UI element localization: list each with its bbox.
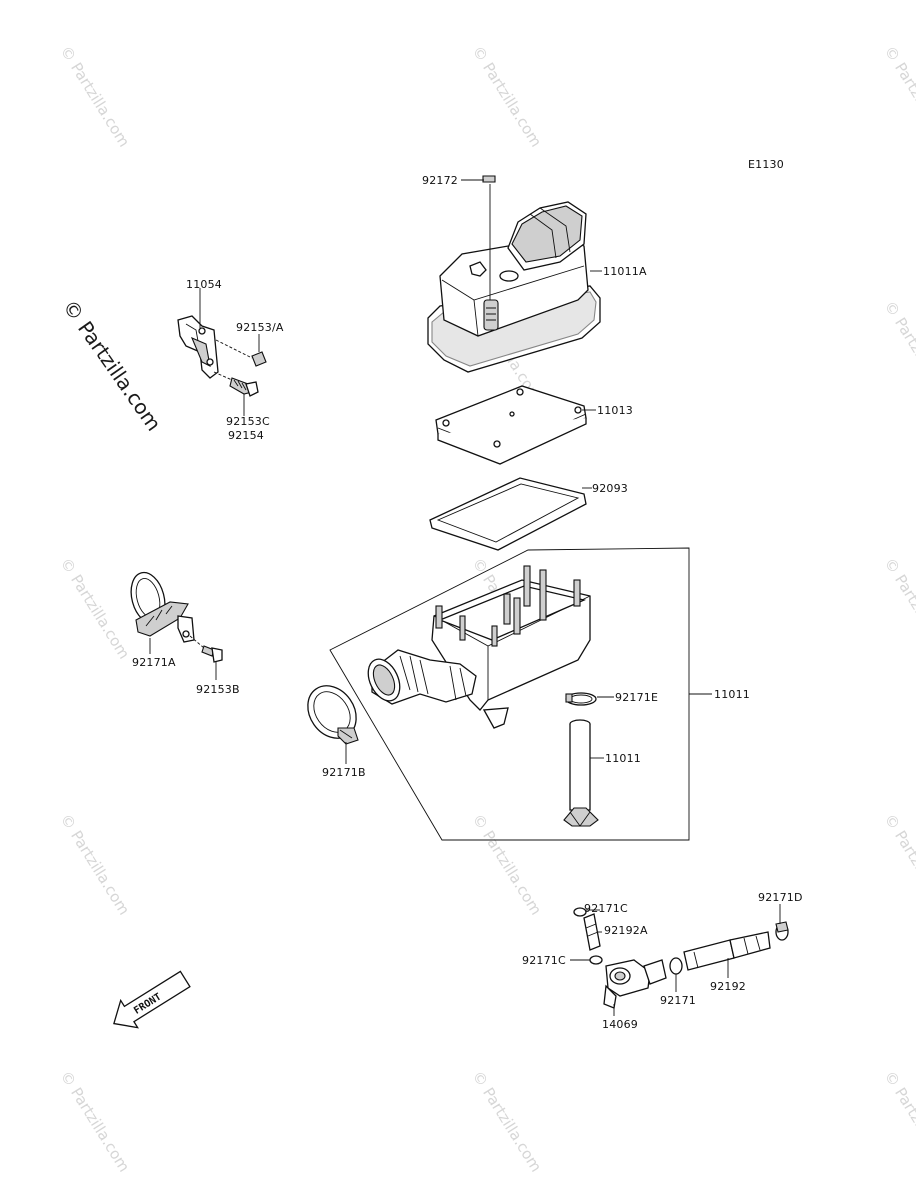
label-92171d[interactable]: 92171D <box>758 891 803 904</box>
label-92192b[interactable]: 11011 <box>605 752 641 765</box>
housing-part-drawing <box>367 565 591 729</box>
bolt-92153b-drawing <box>189 635 223 663</box>
label-92154[interactable]: 92154 <box>228 429 264 442</box>
label-11011[interactable]: 11011 <box>714 688 750 701</box>
label-92192[interactable]: 92192 <box>710 980 746 993</box>
label-92093[interactable]: 92093 <box>592 482 628 495</box>
watermark-tile: © Partzilla.com <box>881 555 916 663</box>
label-92171b[interactable]: 92171B <box>322 766 366 779</box>
label-92171a[interactable]: 92171A <box>132 656 176 669</box>
label-92171e[interactable]: 92171E <box>615 691 658 704</box>
bolt-92153c-drawing <box>213 371 259 397</box>
label-92192a[interactable]: 92192A <box>604 924 648 937</box>
watermark-tile: © Partzilla.com <box>881 43 916 151</box>
front-arrow-icon: FRONT <box>113 970 191 1029</box>
label-14069[interactable]: 14069 <box>602 1018 638 1031</box>
label-92153c[interactable]: 92153C <box>226 415 270 428</box>
breather-assembly-drawing <box>573 907 789 1009</box>
watermark-tile: © Partzilla.com <box>469 811 546 919</box>
drain-tube-92192b-drawing <box>563 719 599 827</box>
watermark-tile: © Partzilla.com <box>469 1068 546 1176</box>
label-11011a[interactable]: 11011A <box>603 265 647 278</box>
label-92172[interactable]: 92172 <box>422 174 458 187</box>
label-92171[interactable]: 92171 <box>660 994 696 1007</box>
clamp-92171b-drawing <box>307 685 359 745</box>
watermark-tile: © Partzilla.com <box>57 43 134 151</box>
watermark-tile: © Partzilla.com <box>57 1068 134 1176</box>
watermark-tile: © Partzilla.com <box>881 298 916 406</box>
label-92153b[interactable]: 92153B <box>196 683 240 696</box>
label-11013[interactable]: 11013 <box>597 404 633 417</box>
clamp-92171a-drawing <box>130 571 195 643</box>
label-92171c-top[interactable]: 92171C <box>584 902 628 915</box>
watermark-tile: © Partzilla.com <box>57 811 134 919</box>
bracket-part-drawing <box>177 315 219 379</box>
clamp-92171e-drawing <box>565 692 597 706</box>
label-92171c-lower[interactable]: 92171C <box>522 954 566 967</box>
watermark-tile: © Partzilla.com <box>881 811 916 919</box>
cover-part-drawing <box>427 175 601 373</box>
label-11054[interactable]: 11054 <box>186 278 222 291</box>
bolt-92153a-drawing <box>215 339 267 367</box>
watermark-tile: © Partzilla.com <box>469 43 546 151</box>
watermark-tile: © Partzilla.com <box>57 555 134 663</box>
label-92153a[interactable]: 92153/A <box>236 321 284 334</box>
diagram-code: E1130 <box>748 158 784 171</box>
watermark-tile: © Partzilla.com <box>881 1068 916 1176</box>
gasket-part-drawing <box>429 477 587 551</box>
element-part-drawing <box>435 385 587 465</box>
watermark-main: © Partzilla.com <box>58 295 166 435</box>
